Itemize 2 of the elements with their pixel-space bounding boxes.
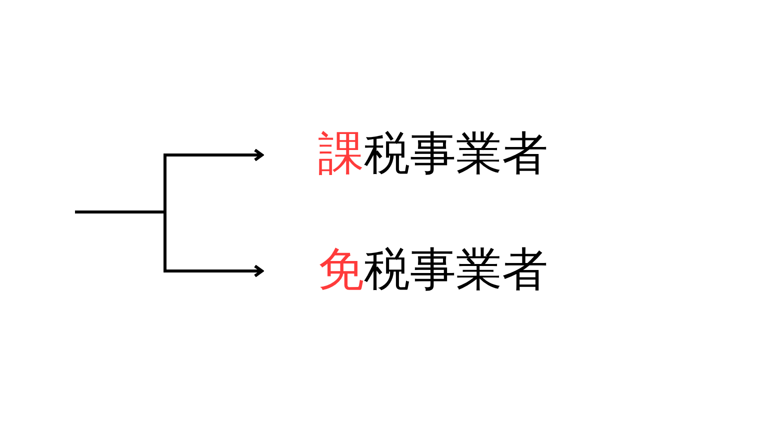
term-label: 免税事業者 xyxy=(318,246,548,292)
term-label: 課税事業者 xyxy=(318,130,548,176)
